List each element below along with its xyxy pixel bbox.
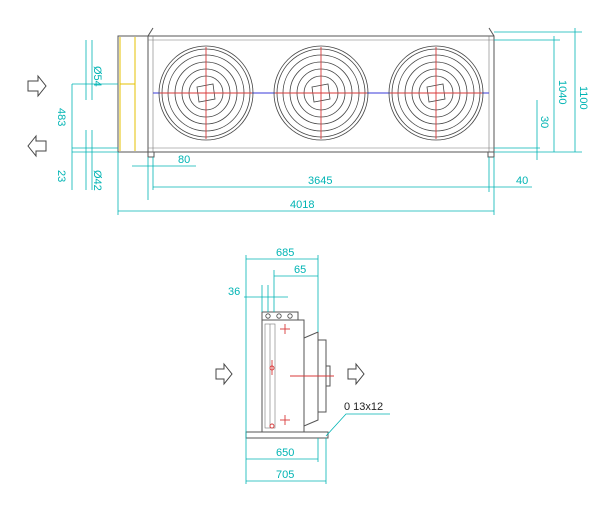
fan-ring-outer: [388, 45, 484, 141]
fan-ring-outer: [158, 45, 254, 141]
casing-outline: [147, 35, 495, 153]
label-diam-54: Ø54: [91, 66, 103, 87]
label-80: 80: [178, 154, 190, 166]
label-650: 650: [276, 447, 294, 459]
label-705: 705: [276, 469, 294, 481]
fan-guard-3: [388, 45, 484, 141]
header-port-upper: [269, 365, 275, 371]
fan-hub: [196, 83, 216, 103]
label-65: 65: [294, 264, 306, 276]
label-30: 30: [538, 116, 550, 128]
connection-port-3: [287, 313, 293, 319]
label-diam-42: Ø42: [91, 170, 103, 191]
header-port-lower: [269, 423, 275, 429]
left-header-box: [117, 35, 149, 153]
label-23: 23: [55, 170, 67, 182]
side-connection-block: [261, 311, 299, 321]
fan-hub: [311, 83, 331, 103]
connection-port-2: [276, 313, 282, 319]
label-3645: 3645: [308, 175, 332, 187]
side-fan-shroud: [303, 331, 319, 427]
outlet-arrow-icon: [27, 134, 47, 158]
label-1040: 1040: [556, 80, 568, 104]
casing-corner-left: [147, 27, 154, 37]
mount-hole-note: 0 13x12: [344, 401, 383, 413]
fan-guard-2: [273, 45, 369, 141]
label-4018: 4018: [290, 199, 314, 211]
connection-port-1: [265, 313, 271, 319]
casing-corner-right: [488, 27, 495, 37]
mount-leader: [325, 413, 390, 437]
fan-guard-1: [158, 45, 254, 141]
side-base-frame: [245, 431, 329, 439]
top-view: Ø54 483 23 Ø42 80 3645 40 4018 1040 1100…: [27, 27, 589, 215]
side-inlet-arrow-icon: [215, 362, 233, 386]
label-36: 36: [228, 286, 240, 298]
fan-group: [158, 45, 484, 141]
label-685: 685: [276, 247, 294, 259]
label-1100: 1100: [577, 86, 589, 110]
inlet-arrow-icon: [27, 74, 47, 98]
label-40: 40: [516, 175, 528, 187]
fan-hub: [426, 83, 446, 103]
foot-left: [147, 151, 155, 158]
fan-ring-outer: [273, 45, 369, 141]
label-483: 483: [55, 108, 67, 126]
side-outlet-arrow-icon: [347, 362, 365, 386]
foot-right: [487, 151, 495, 158]
side-view: 685 65 36 650 705 0 13x12: [215, 247, 390, 484]
